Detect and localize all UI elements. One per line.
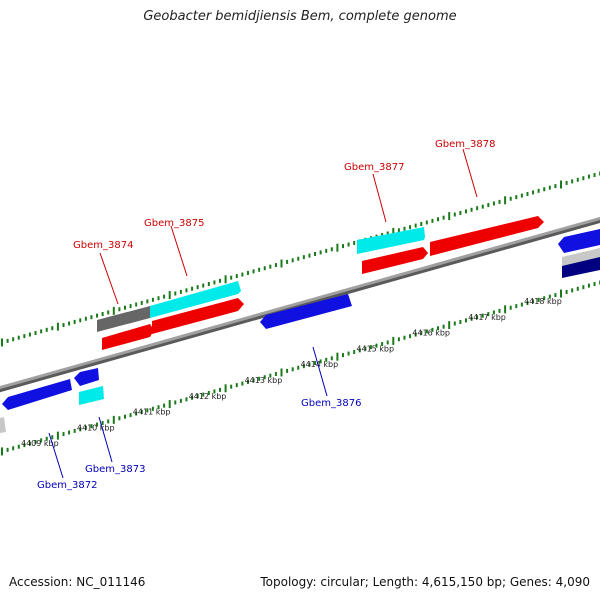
- kbp-tick-label: 4409 kbp: [21, 439, 59, 448]
- feature-gray-left[interactable]: [0, 417, 6, 433]
- genome-backbone-shadow: [0, 217, 600, 393]
- kbp-tick-label: 4417 kbp: [468, 313, 506, 322]
- leader-3878: [462, 148, 478, 198]
- leader-3873: [98, 416, 113, 463]
- leader-3877: [372, 173, 387, 223]
- genome-backbone: [0, 216, 600, 390]
- gene-label-3872[interactable]: Gbem_3872: [37, 480, 97, 491]
- inner-tick-ring: [1, 280, 600, 456]
- gene-label-3878[interactable]: Gbem_3878: [435, 139, 495, 150]
- leader-3872: [48, 432, 64, 479]
- gene-label-3876[interactable]: Gbem_3876: [301, 398, 361, 409]
- leader-3875: [170, 225, 188, 277]
- kbp-tick-label: 4411 kbp: [133, 408, 171, 417]
- gene-arrow-3874[interactable]: [102, 324, 154, 350]
- feature-gray-block[interactable]: [97, 306, 150, 332]
- outer-tick-ring: [1, 171, 600, 347]
- gene-label-3875[interactable]: Gbem_3875: [144, 218, 204, 229]
- kbp-tick-label: 4418 kbp: [524, 297, 562, 306]
- feature-cyan-3877[interactable]: [357, 227, 425, 254]
- gene-arrow-3872[interactable]: [2, 379, 72, 410]
- feature-cyan-3873[interactable]: [79, 386, 104, 405]
- map-title: Geobacter bemidjiensis Bem, complete gen…: [143, 9, 457, 24]
- gene-arrow-3875[interactable]: [152, 298, 244, 334]
- gene-arrow-3873-small[interactable]: [74, 368, 99, 386]
- kbp-tick-label: 4410 kbp: [77, 423, 115, 432]
- kbp-tick-label: 4415 kbp: [356, 344, 394, 353]
- gene-label-3874[interactable]: Gbem_3874: [73, 240, 133, 251]
- gene-label-3873[interactable]: Gbem_3873: [85, 464, 145, 475]
- feature-navy-right[interactable]: [562, 257, 600, 278]
- feature-gray-right[interactable]: [562, 248, 600, 268]
- kbp-tick-label: 4416 kbp: [412, 329, 450, 338]
- gene-label-3877[interactable]: Gbem_3877: [344, 162, 404, 173]
- leader-3874: [99, 252, 119, 305]
- footer-accession: Accession: NC_011146: [9, 575, 146, 589]
- gene-arrow-edge-right[interactable]: [558, 229, 600, 253]
- feature-cyan-3875[interactable]: [150, 281, 241, 318]
- kbp-tick-label: 4414 kbp: [301, 360, 339, 369]
- gene-arrow-3878[interactable]: [430, 216, 544, 256]
- leader-3876: [312, 346, 328, 397]
- gene-arrow-3876[interactable]: [260, 294, 352, 329]
- kbp-tick-label: 4412 kbp: [189, 392, 227, 401]
- tick-labels: 4409 kbp 4410 kbp 4411 kbp 4412 kbp 4413 kbp…: [21, 297, 562, 448]
- footer-stats: Topology: circular; Length: 4,615,150 bp…: [260, 575, 590, 589]
- kbp-tick-label: 4413 kbp: [245, 376, 283, 385]
- gene-arrow-3877[interactable]: [362, 247, 428, 274]
